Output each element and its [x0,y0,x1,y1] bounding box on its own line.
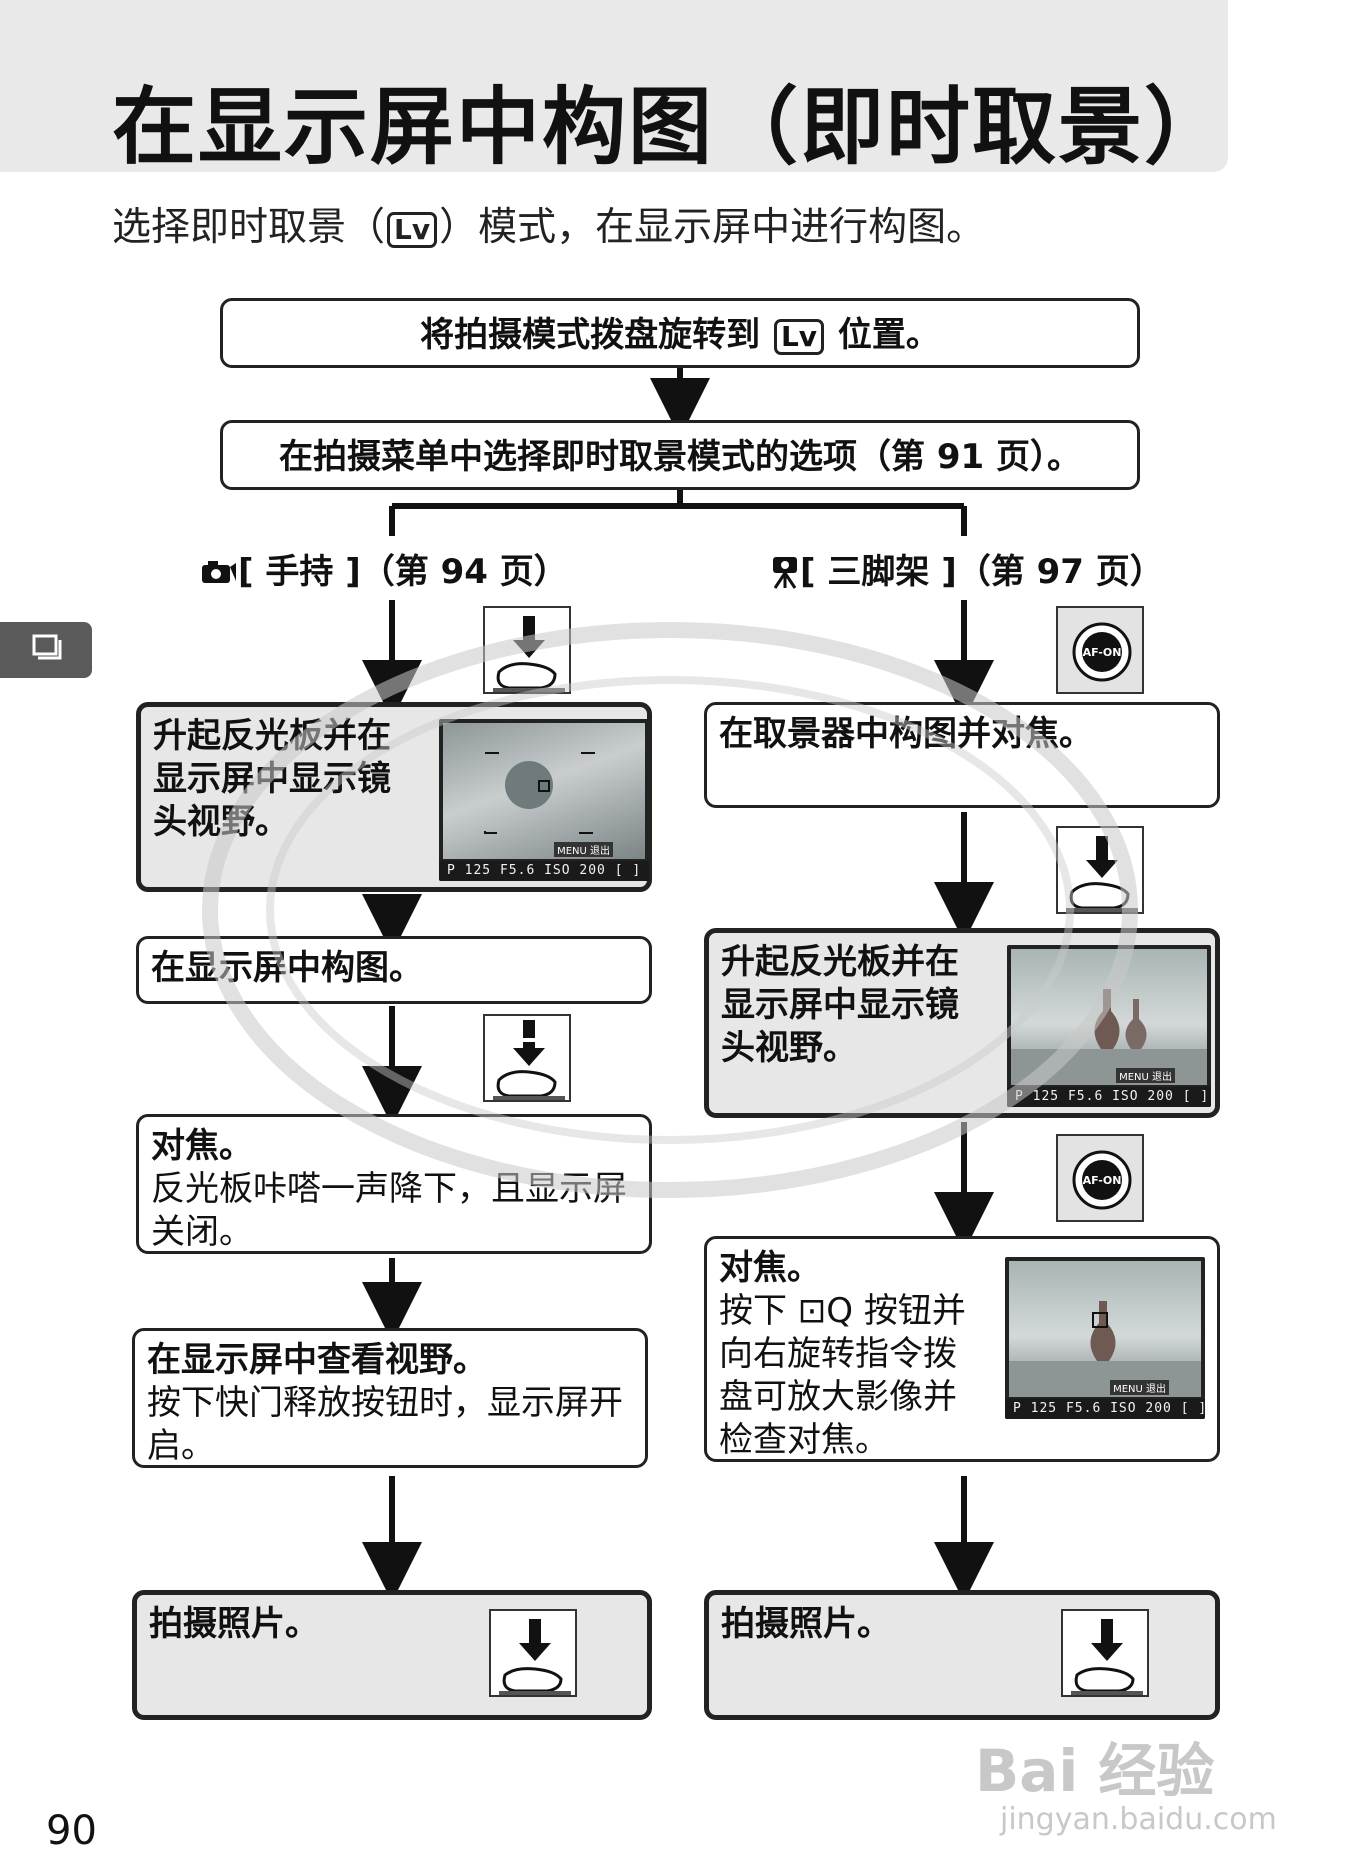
lcd-preview-image [443,723,645,859]
left-box-focus-title: 对焦。 [151,1125,639,1168]
shutter-full-press-icon [1061,1609,1149,1697]
right-box-raise-mirror-text: 升起反光板并在显示屏中显示镜头视野。 [721,941,971,1070]
left-box-focus-text: 对焦。 反光板咔嗒一声降下，且显示屏关闭。 [151,1125,639,1254]
lcd-status-bar: P 125 F5.6 ISO 200 [ ] [439,861,649,881]
lcd-menu-label: MENU 退出 [1116,1068,1175,1083]
tripod-label: [ 三脚架 ]（第 97 页） [770,544,1164,593]
left-box-take-photo-text: 拍摄照片。 [149,1603,319,1646]
right-box-viewfinder: 在取景器中构图并对焦。 [704,702,1220,808]
right-box-raise-mirror: 升起反光板并在显示屏中显示镜头视野。 MENU 退出 P 125 F5.6 IS… [704,928,1220,1118]
left-box-compose: 在显示屏中构图。 [136,936,652,1004]
lcd-status-bar: P 125 F5.6 ISO 200 [ ] [1007,1087,1211,1107]
af-on-button-icon: AF-ON [1056,1134,1144,1222]
left-box-take-photo: 拍摄照片。 [132,1590,652,1720]
left-box-check-view-desc: 按下快门释放按钮时，显示屏开启。 [147,1382,635,1468]
lcd-menu-label: MENU 退出 [554,842,613,857]
shutter-half-press-icon [1056,826,1144,914]
left-box-check-view: 在显示屏中查看视野。 按下快门释放按钮时，显示屏开启。 [132,1328,648,1468]
lcd-preview-handheld: MENU 退出 P 125 F5.6 ISO 200 [ ] [439,719,649,881]
lcd-preview-image [1009,1261,1201,1397]
right-box-take-photo-text: 拍摄照片。 [721,1603,891,1646]
left-box-check-view-text: 在显示屏中查看视野。 按下快门释放按钮时，显示屏开启。 [147,1339,635,1468]
lcd-menu-label: MENU 退出 [1110,1380,1169,1395]
page-number: 90 [46,1808,97,1854]
af-on-text: AF-ON [1083,646,1122,659]
right-box-focus: 对焦。 按下 ⊡Q 按钮并向右旋转指令拨盘可放大影像并检查对焦。 MENU 退出… [704,1236,1220,1462]
step-rotate-dial-text: 将拍摄模式拨盘旋转到 Lv 位置。 [223,307,1137,356]
lcd-preview-tripod: MENU 退出 P 125 F5.6 ISO 200 [ ] [1007,945,1211,1107]
step-select-menu: 在拍摄菜单中选择即时取景模式的选项（第 91 页）。 [220,420,1140,490]
step-select-menu-text: 在拍摄菜单中选择即时取景模式的选项（第 91 页）。 [223,429,1137,478]
handheld-label: [ 手持 ]（第 94 页） [200,544,568,593]
shutter-half-press-icon [483,606,571,694]
tripod-icon [770,555,800,589]
lcd-preview-image [1011,949,1207,1085]
right-box-focus-title: 对焦。 [719,1247,979,1290]
right-box-focus-desc: 按下 ⊡Q 按钮并向右旋转指令拨盘可放大影像并检查对焦。 [719,1290,979,1462]
lcd-status-bar: P 125 F5.6 ISO 200 [ ] [1005,1399,1205,1419]
lcd-preview-zoom: MENU 退出 P 125 F5.6 ISO 200 [ ] [1005,1257,1205,1419]
handheld-label-text: [ 手持 ]（第 94 页） [238,552,568,592]
left-box-focus: 对焦。 反光板咔嗒一声降下，且显示屏关闭。 [136,1114,652,1254]
right-box-viewfinder-text: 在取景器中构图并对焦。 [719,713,1093,756]
left-box-raise-mirror: 升起反光板并在显示屏中显示镜头视野。 MENU 退出 P 125 F5.6 IS… [136,702,652,892]
af-on-text: AF-ON [1083,1174,1122,1187]
step1-text-after: 位置。 [838,315,940,355]
shutter-full-press-icon [489,1609,577,1697]
step-rotate-dial: 将拍摄模式拨盘旋转到 Lv 位置。 [220,298,1140,368]
liveview-icon: Lv [774,319,824,355]
left-box-focus-desc: 反光板咔嗒一声降下，且显示屏关闭。 [151,1168,639,1254]
handheld-icon [200,557,238,587]
shutter-half-press-icon [483,1014,571,1102]
left-box-compose-text: 在显示屏中构图。 [151,947,423,990]
left-box-check-view-title: 在显示屏中查看视野。 [147,1339,635,1382]
right-box-take-photo: 拍摄照片。 [704,1590,1220,1720]
af-on-button-icon: AF-ON [1056,606,1144,694]
right-box-focus-text: 对焦。 按下 ⊡Q 按钮并向右旋转指令拨盘可放大影像并检查对焦。 [719,1247,979,1462]
step1-text-before: 将拍摄模式拨盘旋转到 [420,315,760,355]
left-box-raise-mirror-text: 升起反光板并在显示屏中显示镜头视野。 [153,715,403,844]
tripod-label-text: [ 三脚架 ]（第 97 页） [800,552,1164,592]
